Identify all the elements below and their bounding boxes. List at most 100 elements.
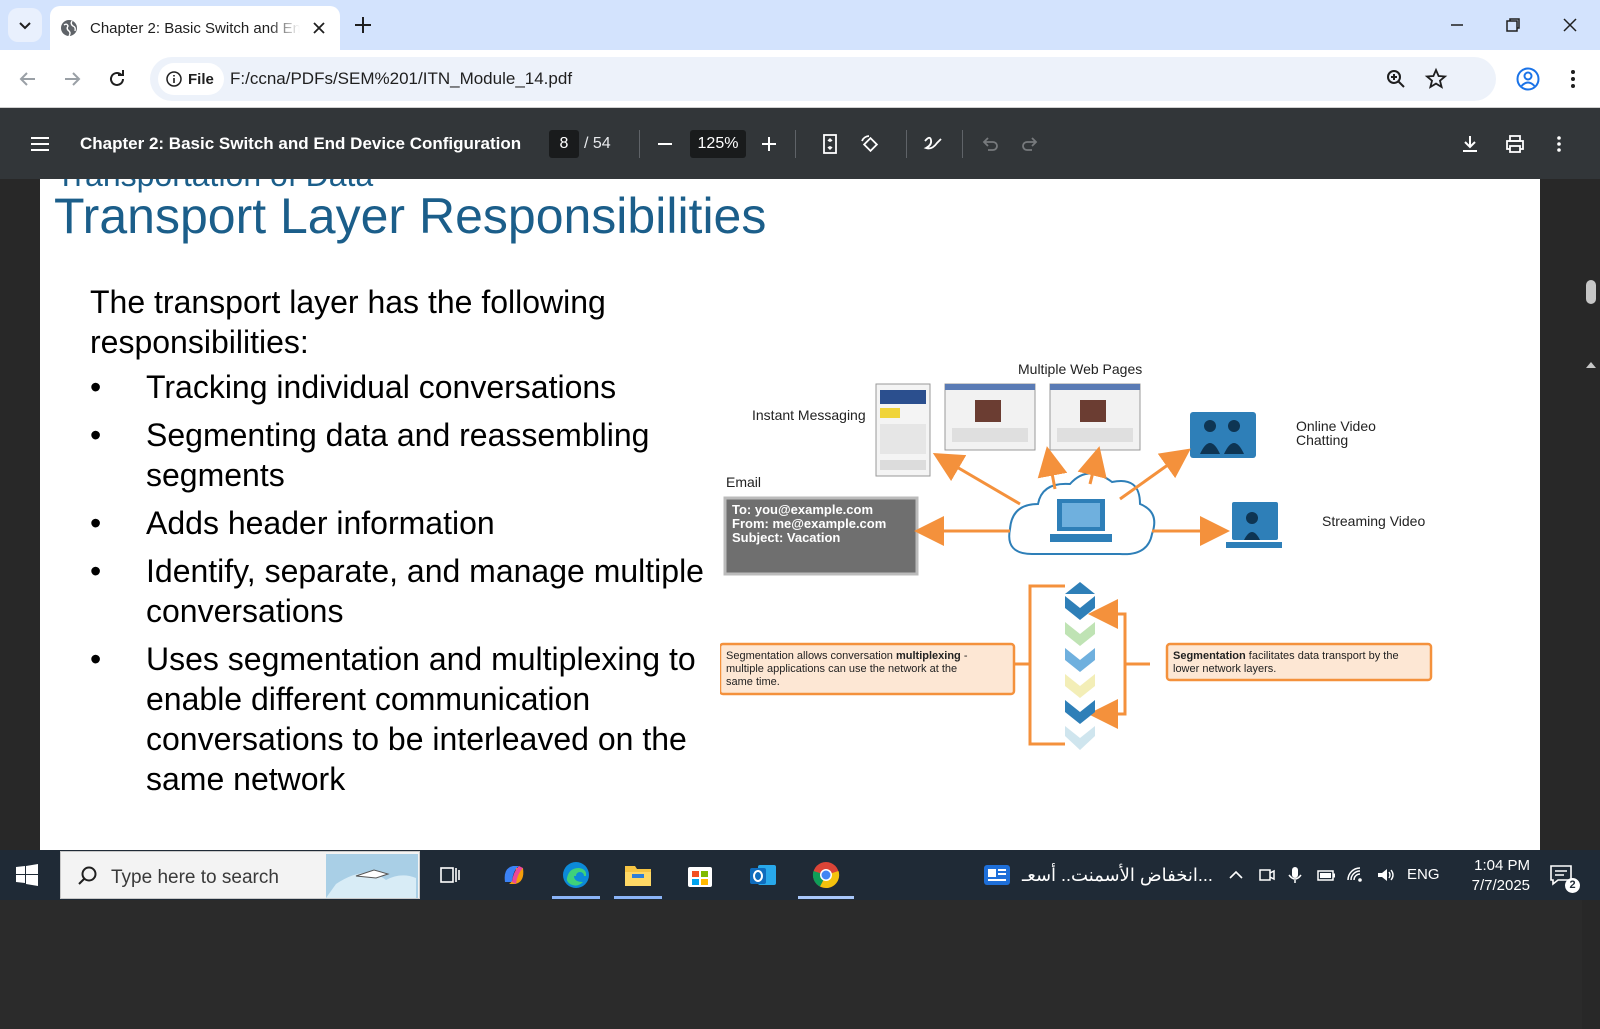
chevron-up-icon[interactable] bbox=[1226, 865, 1246, 885]
task-view-button[interactable] bbox=[430, 855, 470, 895]
close-window-button[interactable] bbox=[1557, 12, 1583, 38]
multiplex-arrows bbox=[1088, 599, 1125, 729]
zoom-level-input[interactable]: 125% bbox=[690, 130, 746, 158]
pdf-toolbar: Chapter 2: Basic Switch and End Device C… bbox=[0, 108, 1600, 179]
chevron-down-icon bbox=[19, 22, 31, 30]
new-tab-icon[interactable] bbox=[352, 14, 374, 36]
redo-button[interactable] bbox=[1016, 130, 1044, 158]
minus-icon bbox=[658, 143, 672, 145]
copilot-button[interactable] bbox=[494, 855, 534, 895]
bullet-text: Identify, separate, and manage multiple … bbox=[146, 553, 704, 629]
tab-title: Chapter 2: Basic Switch and End Device C… bbox=[90, 19, 300, 37]
clock-time: 1:04 PM bbox=[1474, 857, 1530, 874]
pdf-viewport[interactable]: Transportation of Data Transport Layer R… bbox=[0, 179, 1600, 1029]
reload-button[interactable] bbox=[104, 66, 130, 92]
language-indicator[interactable]: ENG bbox=[1407, 866, 1440, 883]
tab-search-button[interactable] bbox=[8, 8, 42, 42]
page-number-input[interactable]: 8 bbox=[549, 130, 579, 158]
email-to: To: you@example.com bbox=[732, 502, 873, 517]
print-button[interactable] bbox=[1501, 130, 1529, 158]
segment-stack bbox=[1065, 582, 1095, 750]
volume-icon[interactable] bbox=[1376, 865, 1396, 885]
search-highlight-image bbox=[326, 854, 418, 898]
back-button[interactable] bbox=[15, 66, 41, 92]
email-label: Email bbox=[726, 474, 761, 490]
toolbar-divider bbox=[906, 130, 907, 158]
zoom-out-button[interactable] bbox=[651, 130, 679, 158]
chrome-button[interactable] bbox=[806, 855, 846, 895]
video-chat-monitor-icon bbox=[1190, 412, 1256, 458]
zoom-in-button[interactable] bbox=[755, 130, 783, 158]
bullet-marker: • bbox=[90, 553, 102, 589]
pdf-more-button[interactable] bbox=[1545, 130, 1573, 158]
active-app-indicator bbox=[552, 896, 600, 899]
online-video-label: Online Video bbox=[1296, 418, 1376, 434]
outlook-icon bbox=[750, 865, 776, 885]
bookmark-star-icon[interactable] bbox=[1424, 67, 1448, 91]
outlook-button[interactable] bbox=[743, 855, 783, 895]
rotate-button[interactable] bbox=[856, 130, 884, 158]
scroll-up-icon[interactable] bbox=[1582, 358, 1600, 372]
annotate-button[interactable] bbox=[919, 130, 947, 158]
draw-icon bbox=[923, 136, 942, 150]
rotate-icon bbox=[861, 135, 879, 153]
menu-icon[interactable] bbox=[28, 132, 52, 156]
note-text: Segmentation allows conversation bbox=[726, 650, 896, 662]
note-bold-text: Segmentation bbox=[1173, 650, 1246, 662]
flow-arrows bbox=[914, 446, 1230, 546]
close-icon[interactable] bbox=[310, 19, 328, 37]
notification-count-badge: 2 bbox=[1565, 878, 1580, 893]
info-icon bbox=[166, 71, 182, 87]
address-bar[interactable]: File F:/ccna/PDFs/SEM%201/ITN_Module_14.… bbox=[150, 57, 1496, 101]
zoom-icon[interactable] bbox=[1384, 67, 1408, 91]
microsoft-store-button[interactable] bbox=[680, 855, 720, 895]
taskbar-search-input[interactable]: Type here to search bbox=[60, 851, 420, 899]
more-vert-icon bbox=[1557, 136, 1561, 152]
undo-icon bbox=[982, 137, 998, 151]
bullet-text: Tracking individual conversations bbox=[146, 369, 617, 405]
undo-button[interactable] bbox=[976, 130, 1004, 158]
edge-icon bbox=[563, 862, 589, 888]
fit-page-button[interactable] bbox=[816, 130, 844, 158]
chrome-icon bbox=[812, 862, 840, 889]
page-total: / 54 bbox=[584, 135, 611, 152]
profile-icon[interactable] bbox=[1515, 66, 1541, 92]
note-text: facilitates data transport by the bbox=[1246, 650, 1399, 662]
folder-icon bbox=[625, 866, 651, 886]
slide-heading: Transport Layer Responsibilities bbox=[54, 188, 767, 244]
forward-button[interactable] bbox=[59, 66, 85, 92]
download-icon bbox=[1463, 136, 1477, 152]
list-item: • Identify, separate, and manage multiple… bbox=[90, 551, 730, 631]
multiplexing-note-line2: multiple applications can use the networ… bbox=[726, 663, 957, 675]
windows-start-icon[interactable] bbox=[16, 864, 38, 886]
wifi-icon[interactable] bbox=[1346, 865, 1366, 885]
more-vert-icon[interactable] bbox=[1560, 66, 1586, 92]
print-icon bbox=[1506, 135, 1524, 153]
notifications-icon[interactable] bbox=[1548, 862, 1574, 888]
active-app-indicator bbox=[614, 896, 662, 899]
url-text[interactable]: F:/ccna/PDFs/SEM%201/ITN_Module_14.pdf bbox=[230, 69, 573, 88]
site-info-chip[interactable]: File bbox=[158, 63, 224, 95]
battery-icon[interactable] bbox=[1316, 865, 1336, 885]
meet-now-icon[interactable] bbox=[1257, 865, 1277, 885]
file-explorer-button[interactable] bbox=[618, 855, 658, 895]
system-clock[interactable]: 1:04 PM 7/7/2025 bbox=[1456, 856, 1530, 896]
segmentation-note-line1: Segmentation facilitates data transport … bbox=[1173, 650, 1399, 662]
scrollbar-thumb[interactable] bbox=[1586, 280, 1596, 304]
news-widget[interactable]: انخفاض الأسمنت.. أسعـ... bbox=[982, 858, 1213, 892]
download-button[interactable] bbox=[1456, 130, 1484, 158]
list-item: •Segmenting data and reassembling segmen… bbox=[90, 415, 730, 495]
bullet-text: Segmenting data and reassembling segment… bbox=[146, 417, 650, 493]
toolbar-divider bbox=[795, 130, 796, 158]
email-from: From: me@example.com bbox=[732, 516, 886, 531]
arrow-left-icon bbox=[19, 72, 35, 86]
arrow-right-icon bbox=[65, 72, 81, 86]
microphone-icon[interactable] bbox=[1285, 865, 1305, 885]
minimize-icon bbox=[1451, 24, 1463, 26]
browser-tab[interactable]: Chapter 2: Basic Switch and End Device C… bbox=[50, 6, 340, 50]
clock-date: 7/7/2025 bbox=[1471, 877, 1530, 894]
minimize-button[interactable] bbox=[1444, 12, 1470, 38]
edge-button[interactable] bbox=[556, 855, 596, 895]
vertical-scrollbar[interactable] bbox=[1582, 358, 1600, 1029]
restore-button[interactable] bbox=[1500, 12, 1526, 38]
